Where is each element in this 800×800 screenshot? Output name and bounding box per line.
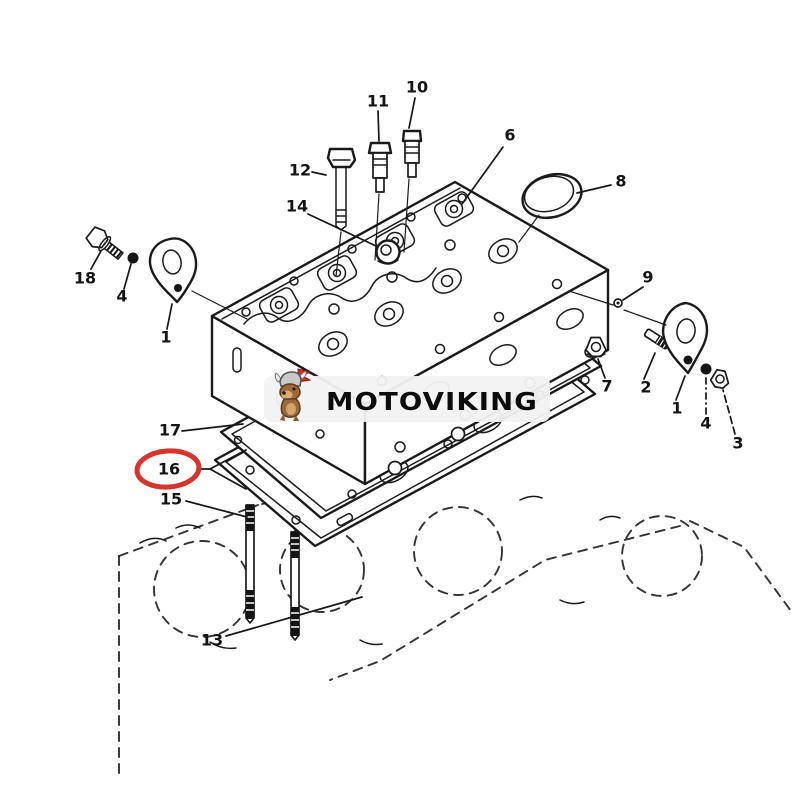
- motoviking-logo: [274, 368, 312, 421]
- part-label-1: 1: [160, 328, 171, 347]
- part-label-1: 1: [671, 399, 682, 418]
- stud-13-right: [290, 531, 300, 641]
- bolt-18: [85, 226, 124, 260]
- part-label-8: 8: [615, 172, 626, 191]
- part-label-4: 4: [116, 287, 127, 306]
- watermark-text: MOTOVIKING: [326, 387, 538, 416]
- lifting-eye-1-right: [661, 301, 709, 375]
- nut-7: [585, 336, 607, 358]
- plug-10: [401, 129, 423, 178]
- watermark-band: [264, 376, 550, 422]
- plug-9: [613, 298, 623, 308]
- part-label-2: 2: [640, 378, 651, 397]
- part-label-3: 3: [732, 434, 743, 453]
- nut-3: [709, 368, 730, 390]
- rocker-bosses: [258, 191, 475, 323]
- valve-ports: [318, 238, 518, 357]
- part-label-12: 12: [289, 161, 311, 180]
- highlight-oval-16: [134, 448, 202, 490]
- part-label-14: 14: [286, 197, 308, 216]
- part-label-18: 18: [74, 269, 96, 288]
- plug-11: [367, 141, 393, 193]
- part-label-4: 4: [700, 414, 711, 433]
- part-label-11: 11: [367, 92, 389, 111]
- washer-4-right: [700, 363, 712, 375]
- part-label-9: 9: [642, 268, 653, 287]
- part-label-13: 13: [201, 631, 223, 650]
- part-label-15: 15: [160, 490, 182, 509]
- leader-lines: [90, 97, 736, 637]
- washer-4-left: [127, 252, 139, 264]
- stud-13-left: [245, 504, 255, 624]
- part-label-6: 6: [504, 126, 515, 145]
- watermark: MOTOVIKING: [264, 368, 550, 422]
- part-label-7: 7: [601, 377, 612, 396]
- part-label-16: 16: [158, 460, 180, 479]
- viking-helmet-icon: [279, 371, 302, 387]
- cap-nut-14: [375, 239, 401, 265]
- cap-plug-8: [521, 172, 583, 220]
- head-top-face: [210, 180, 610, 406]
- part-label-17: 17: [159, 421, 181, 440]
- part-label-10: 10: [406, 78, 428, 97]
- lifting-eye-1-left: [148, 237, 198, 304]
- bolt-12: [326, 147, 357, 231]
- engine-block-sketch: [118, 490, 792, 776]
